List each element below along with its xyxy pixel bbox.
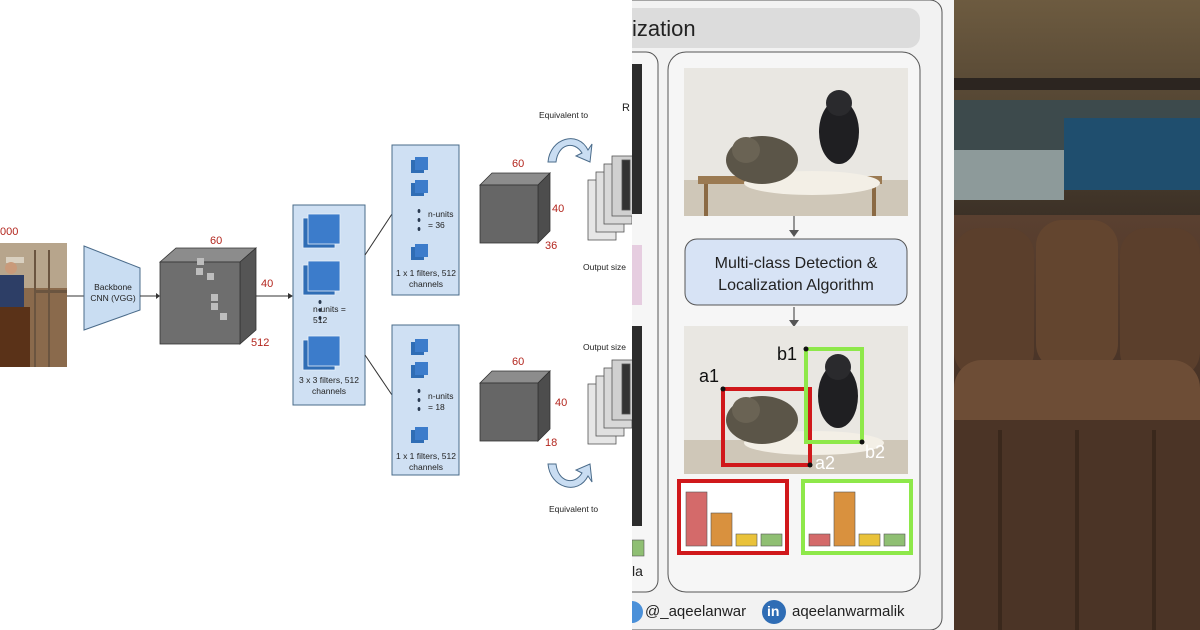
cut-off-text: la bbox=[632, 563, 643, 579]
conv3-units-label: n-units = 512 bbox=[313, 304, 346, 325]
algorithm-box bbox=[684, 238, 908, 306]
green-histogram-bar-1 bbox=[808, 533, 831, 547]
bottom-output-stack bbox=[587, 359, 632, 445]
red-histogram-bar-2 bbox=[710, 512, 733, 547]
top-output-block bbox=[479, 172, 551, 244]
equivalent-top-label: Equivalent to bbox=[539, 110, 589, 120]
top-output-height-label: 40 bbox=[552, 203, 565, 215]
output-size-bottom-label: Output size bbox=[583, 342, 626, 352]
algorithm-label: Multi-class Detection & Localization Alg… bbox=[714, 255, 878, 294]
top-output-stack bbox=[587, 155, 632, 241]
feature-map-block bbox=[158, 247, 258, 345]
cut-off-letter: R bbox=[622, 102, 630, 114]
equivalent-arrow-top bbox=[547, 138, 593, 163]
top-output-depth-label: 36 bbox=[545, 240, 558, 252]
red-histogram-bar-3 bbox=[735, 533, 758, 547]
backbone-label: Backbone CNN (VGG) bbox=[90, 282, 136, 303]
equivalent-bottom-label: Equivalent to bbox=[549, 504, 599, 514]
box-label-b1: b1 bbox=[777, 344, 798, 364]
bottom-units-label: n-units = 18 bbox=[428, 391, 454, 412]
red-histogram-bar-4 bbox=[760, 533, 783, 547]
bottom-branch-caption: 1 x 1 filters, 512 channels bbox=[395, 451, 456, 472]
bottom-output-height-label: 40 bbox=[555, 397, 568, 409]
top-units-label: n-units = 36 bbox=[428, 209, 454, 230]
bottom-output-depth-label: 18 bbox=[545, 437, 558, 449]
input-photo bbox=[0, 243, 67, 367]
infographic-title: ization bbox=[632, 16, 696, 41]
backbone-cnn-block bbox=[83, 245, 141, 331]
linkedin-handle: aqeelanwarmalik bbox=[792, 603, 905, 620]
feature-height-label: 40 bbox=[261, 278, 274, 290]
box-label-a1: a1 bbox=[699, 366, 720, 386]
dog-bounding-box bbox=[804, 347, 864, 444]
cat-bounding-box bbox=[721, 387, 812, 467]
feature-width-label: 60 bbox=[210, 235, 223, 247]
green-histogram-bar-3 bbox=[858, 533, 881, 547]
conv-filter-icons bbox=[302, 213, 341, 371]
bottom-output-block bbox=[479, 370, 551, 442]
twitter-handle: @_aqeelanwar bbox=[645, 603, 747, 620]
green-histogram-bar-2 bbox=[833, 491, 856, 547]
box-label-a2: a2 bbox=[815, 453, 836, 473]
feature-depth-label: 512 bbox=[251, 337, 270, 349]
bottom-output-width-label: 60 bbox=[512, 356, 525, 368]
rpn-diagram-graphics bbox=[0, 138, 632, 488]
couch-photo bbox=[954, 0, 1200, 630]
rpn-diagram-panel: 000 Backbone CNN (VGG) 60 40 512 n-units… bbox=[0, 102, 632, 514]
localization-infographic-panel: ization Multi-class Detection & Localiza… bbox=[632, 0, 954, 630]
red-histogram-bar-1 bbox=[685, 491, 708, 547]
top-output-width-label: 60 bbox=[512, 158, 525, 170]
red-histogram-bars bbox=[685, 491, 783, 547]
equivalent-arrow-bottom bbox=[547, 463, 593, 488]
top-branch-caption: 1 x 1 filters, 512 channels bbox=[395, 268, 456, 289]
conv3-caption: 3 x 3 filters, 512 channels bbox=[298, 375, 359, 396]
couch-photo-panel bbox=[954, 0, 1200, 630]
box-label-b2: b2 bbox=[865, 442, 886, 462]
infographic-graphics bbox=[632, 0, 943, 630]
output-size-top-label: Output size bbox=[583, 262, 626, 272]
linkedin-icon: in bbox=[767, 603, 780, 619]
input-size-label: 000 bbox=[0, 226, 19, 238]
cat-dog-photo-top bbox=[684, 68, 908, 216]
green-histogram-bar-4 bbox=[883, 533, 906, 547]
linkedin-logo bbox=[762, 600, 786, 624]
green-histogram-bars bbox=[808, 491, 906, 547]
